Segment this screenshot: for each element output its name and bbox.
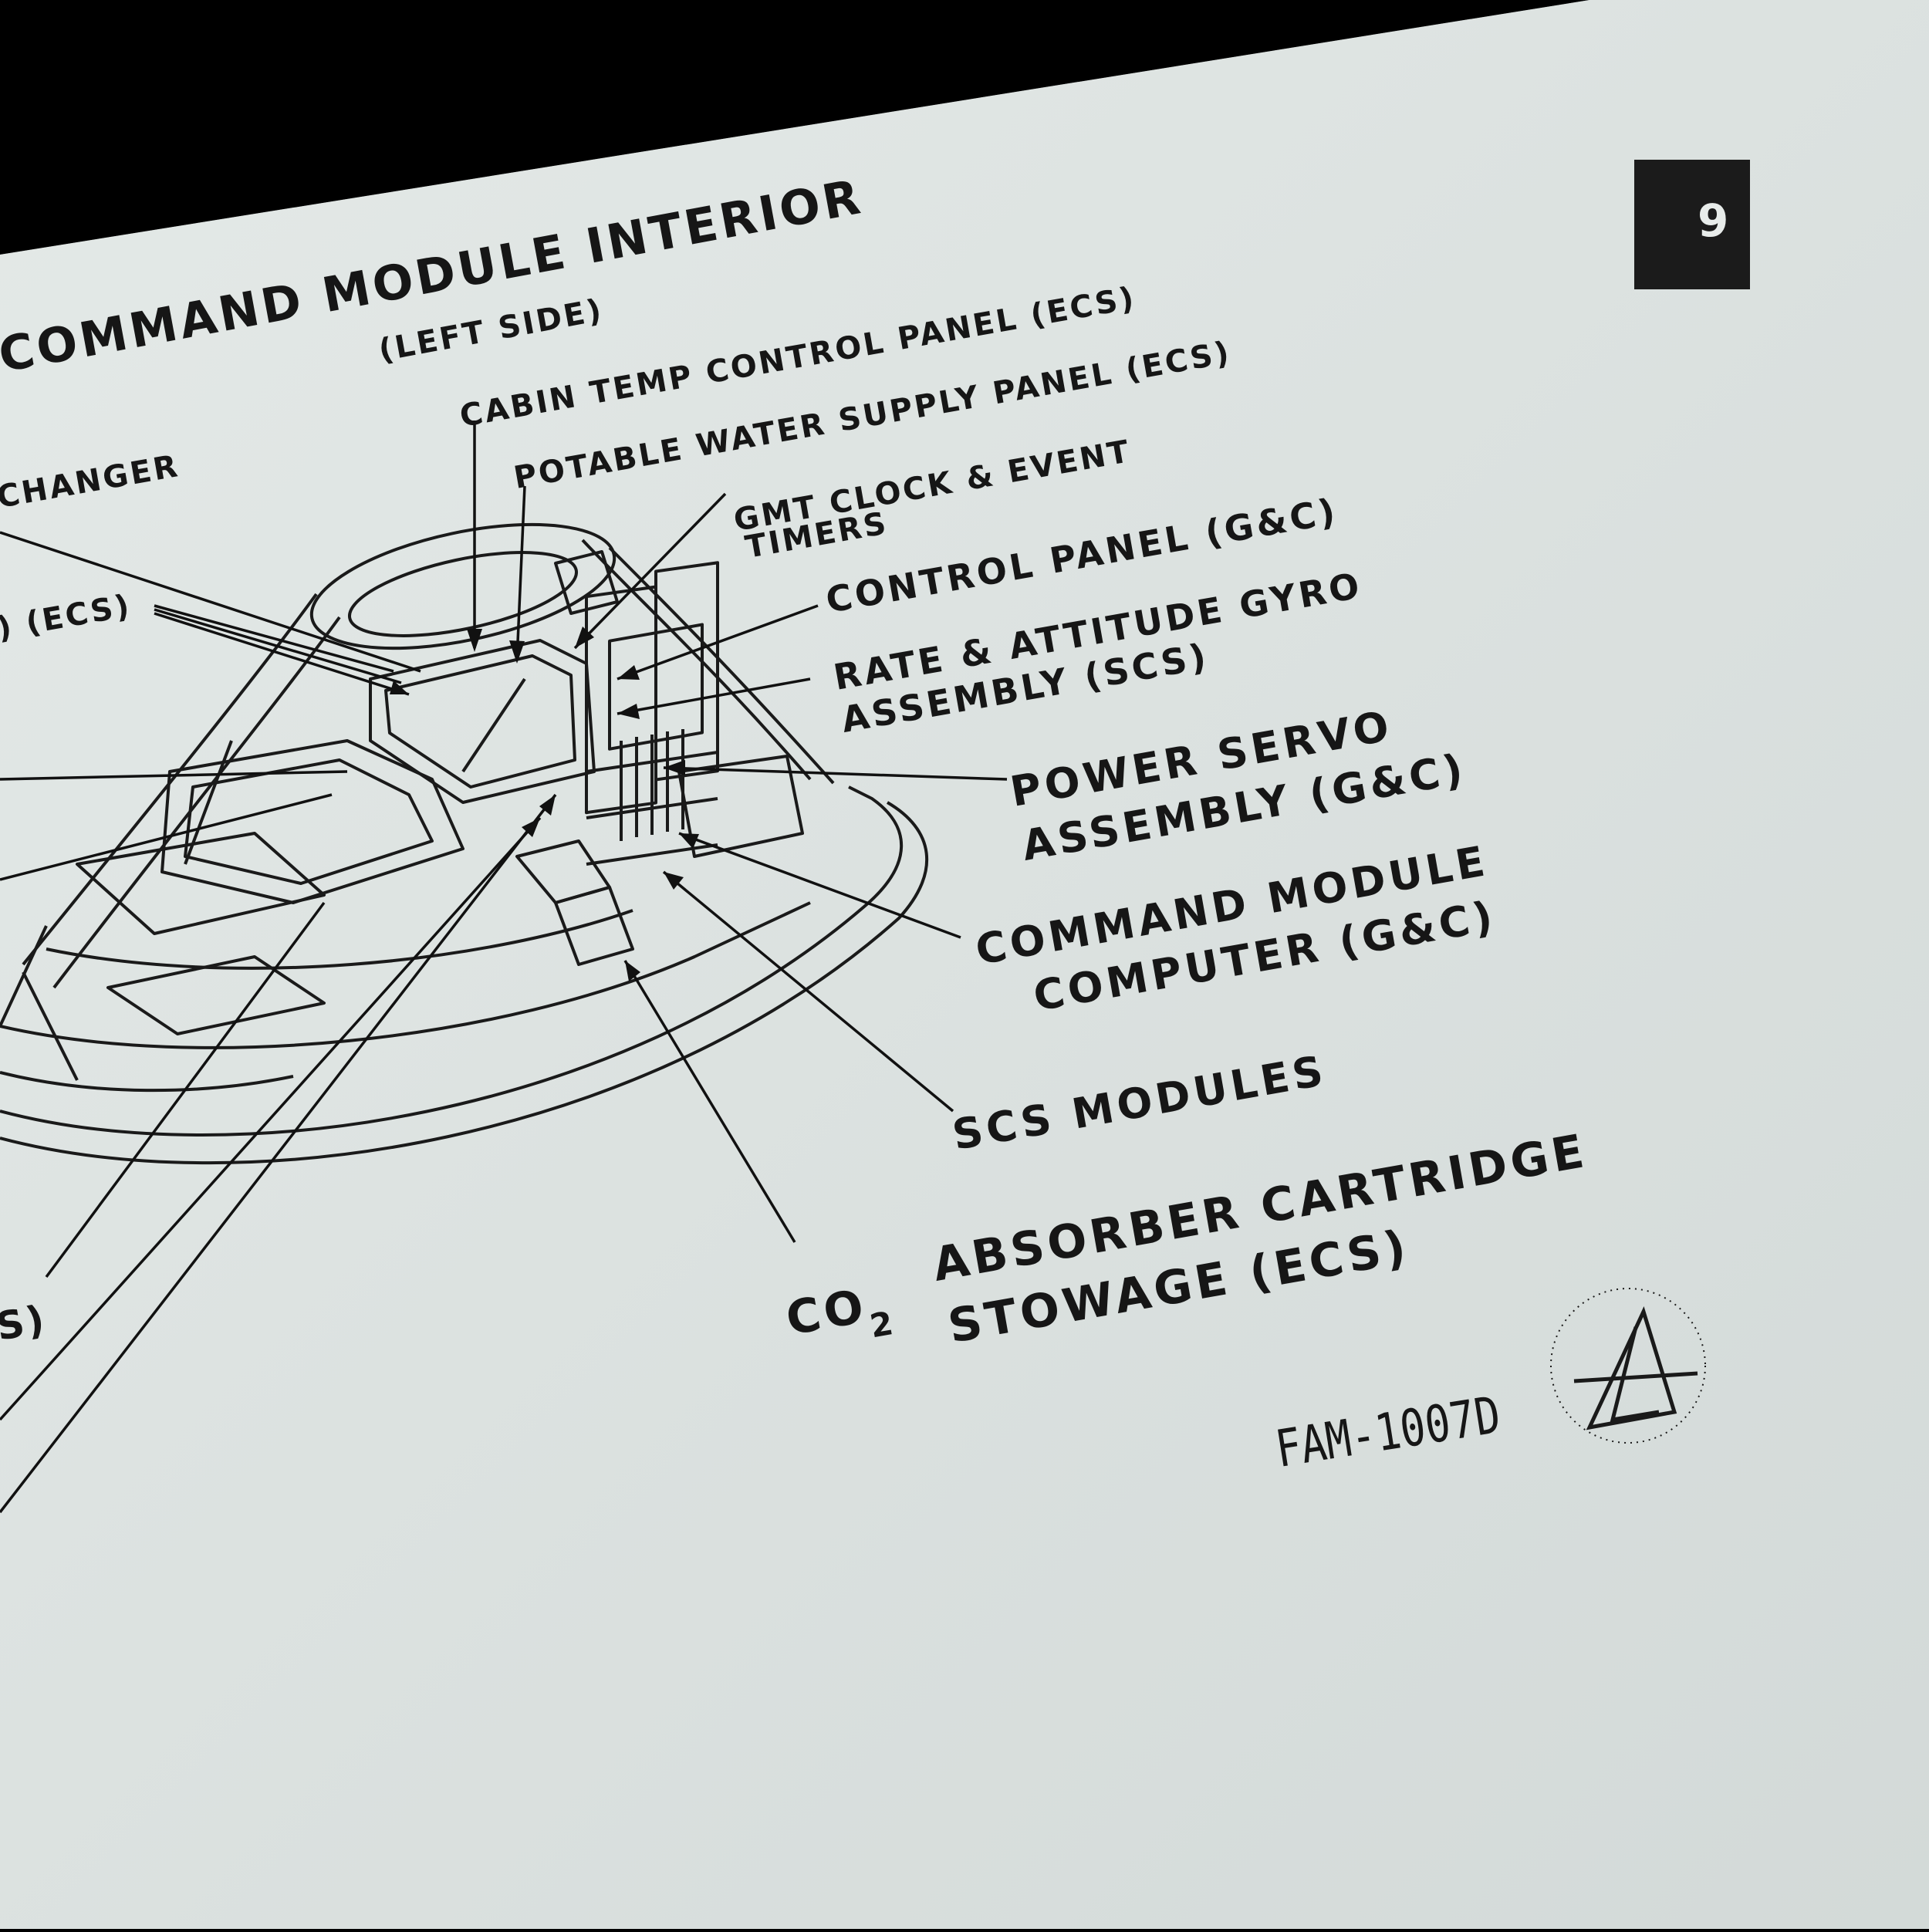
servo-modules xyxy=(608,623,704,751)
computer-box xyxy=(677,755,804,858)
leader-lines xyxy=(0,421,1008,1514)
crew-couch xyxy=(160,739,465,904)
page-tab xyxy=(1634,160,1750,289)
label-left-cut: S) xyxy=(0,1296,50,1349)
apollo-logistics-logo xyxy=(1550,1288,1706,1444)
arrowheads xyxy=(390,627,699,981)
capsule-outer-rim xyxy=(0,785,904,1137)
page-number: 9 xyxy=(1698,194,1729,247)
